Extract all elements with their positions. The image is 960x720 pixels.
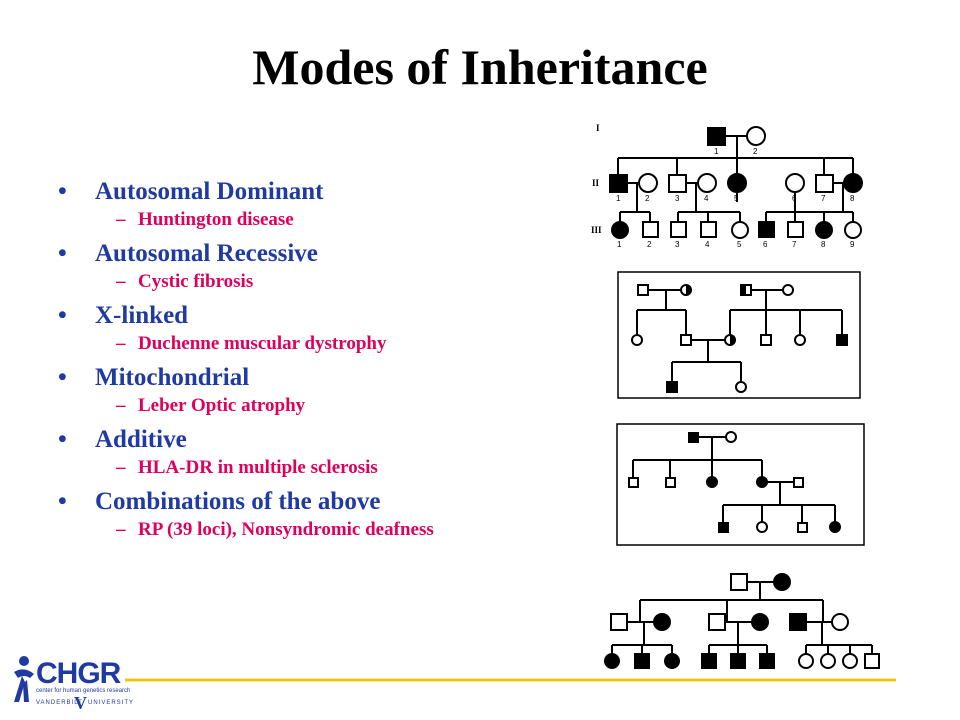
sub-bullet-huntington: –Huntington disease: [58, 208, 518, 232]
pedigree-square: [815, 174, 834, 193]
pedigree-circle-affected: [611, 221, 629, 239]
bullet-mitochondrial: • Mitochondrial: [58, 362, 518, 394]
bullet-label: Additive: [95, 426, 187, 453]
bullet-dot-icon: •: [58, 240, 67, 267]
chgr-logo-text: CHGR: [36, 657, 121, 690]
bullet-x-linked: • X-linked: [58, 300, 518, 332]
sub-bullet-label: HLA-DR in multiple sclerosis: [138, 457, 378, 478]
bullet-additive: • Additive: [58, 424, 518, 456]
individual-number: 3: [675, 240, 680, 249]
bullet-autosomal-dominant: • Autosomal Dominant: [58, 176, 518, 208]
dash-icon: –: [116, 333, 126, 354]
individual-number: 1: [616, 194, 621, 203]
pedigree-square: [642, 221, 659, 238]
individual-number: 5: [737, 240, 742, 249]
sub-bullet-hla-dr: –HLA-DR in multiple sclerosis: [58, 456, 518, 480]
pedigree-circle: [731, 221, 749, 239]
individual-number: 2: [647, 240, 652, 249]
pedigree-x-linked: [617, 271, 861, 399]
pedigree-square-affected: [707, 127, 726, 146]
pedigree-circle: [697, 173, 717, 193]
individual-number: 7: [792, 240, 797, 249]
pedigree-autosomal-dominant: [609, 126, 863, 239]
pedigree-circle-affected: [815, 221, 833, 239]
pedigree-square: [700, 221, 717, 238]
dash-icon: –: [116, 209, 126, 230]
individual-number: 1: [714, 147, 719, 156]
individual-number: 9: [850, 240, 855, 249]
slide-title: Modes of Inheritance: [252, 39, 708, 95]
pedigree-circle: [746, 126, 766, 146]
bullet-label: Mitochondrial: [95, 364, 250, 391]
bullet-list: •Autosomal Dominant –Huntington disease …: [58, 170, 518, 546]
bullet-dot-icon: •: [58, 426, 67, 453]
dash-icon: –: [116, 519, 126, 540]
pedigree-frame: [616, 423, 865, 546]
pedigree-circle: [844, 221, 862, 239]
individual-number: 2: [645, 194, 650, 203]
sub-bullet-rp-deafness: –RP (39 loci), Nonsyndromic deafness: [58, 518, 468, 542]
sub-bullet-cystic-fibrosis: –Cystic fibrosis: [58, 270, 518, 294]
chgr-logo-subtitle: center for human genetics research: [36, 688, 131, 694]
bullet-autosomal-recessive: • Autosomal Recessive: [58, 238, 518, 270]
generation-label: III: [591, 225, 602, 235]
individual-number: 8: [821, 240, 826, 249]
sub-bullet-label: Huntington disease: [138, 209, 294, 230]
dash-icon: –: [116, 395, 126, 416]
sub-bullet-leber: –Leber Optic atrophy: [58, 394, 518, 418]
individual-number: 6: [792, 194, 797, 203]
vanderbilt-logo-right: UNIVERSITY: [88, 700, 135, 706]
pedigree-circle-affected: [843, 173, 863, 193]
chgr-logo-figure-icon: [14, 656, 34, 702]
pedigree-circle-affected: [727, 173, 747, 193]
pedigree-circle: [638, 173, 658, 193]
bullet-dot-icon: •: [58, 364, 67, 391]
vanderbilt-logo-left: VANDERBILT: [36, 700, 83, 706]
bullet-label: Autosomal Dominant: [95, 178, 324, 205]
bullet-combinations: • Combinations of the above: [58, 486, 518, 518]
individual-number: 8: [850, 194, 855, 203]
individual-number: 3: [675, 194, 680, 203]
sub-bullet-label: Leber Optic atrophy: [138, 395, 306, 416]
pedigree-square-affected: [609, 174, 628, 193]
individual-number: 4: [705, 240, 710, 249]
dash-icon: –: [116, 271, 126, 292]
bullet-dot-icon: •: [58, 178, 67, 205]
pedigree-mitochondrial: [616, 423, 865, 546]
individual-number: 1: [617, 240, 622, 249]
generation-label: I: [596, 123, 600, 133]
sub-bullet-label: Duchenne muscular dystrophy: [138, 333, 387, 354]
sub-bullet-label: Cystic fibrosis: [138, 271, 254, 292]
bullet-label: Combinations of the above: [95, 488, 381, 515]
pedigree-square: [670, 221, 687, 238]
individual-number: 7: [821, 194, 826, 203]
generation-label: II: [592, 178, 600, 188]
bullet-dot-icon: •: [58, 302, 67, 329]
bullet-dot-icon: •: [58, 488, 67, 515]
bullet-label: X-linked: [95, 302, 189, 329]
pedigree-combinations: [604, 573, 880, 669]
individual-number: 6: [763, 240, 768, 249]
sub-bullet-duchenne: –Duchenne muscular dystrophy: [58, 332, 518, 356]
pedigree-square: [787, 221, 804, 238]
pedigree-frame: [617, 271, 861, 399]
individual-number: 2: [753, 147, 758, 156]
dash-icon: –: [116, 457, 126, 478]
pedigree-square-affected: [758, 221, 775, 238]
pedigree-circle: [785, 173, 805, 193]
individual-number: 5: [734, 194, 739, 203]
pedigree-square: [668, 174, 687, 193]
vanderbilt-v-monogram: V: [74, 693, 87, 713]
bullet-label: Autosomal Recessive: [95, 240, 318, 267]
sub-bullet-label: RP (39 loci), Nonsyndromic deafness: [138, 519, 434, 540]
individual-number: 4: [704, 194, 709, 203]
